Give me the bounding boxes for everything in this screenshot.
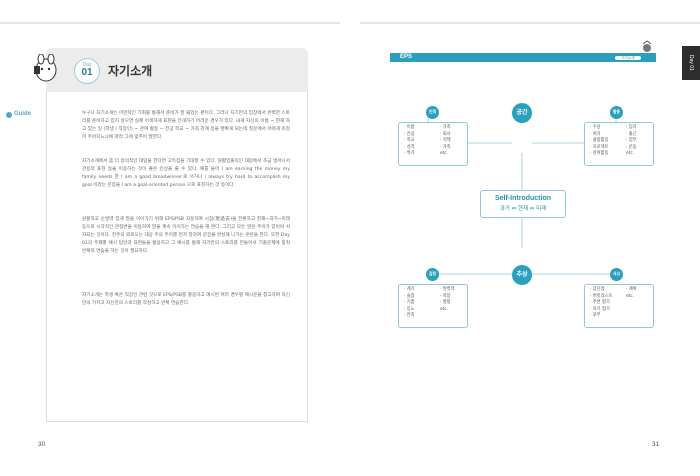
topic-tag: 자기소개 (614, 55, 642, 61)
bird-icon (642, 40, 652, 52)
paragraph-2: 자기소개에서 좀 더 알의적인 대답을 한다면 고득점을 기대할 수 있다. 원… (82, 159, 290, 188)
center-box: Self-Introduction 과거 ⇔ 현재 ⇔ 미래 (480, 190, 566, 218)
node-person: 인적 (426, 106, 439, 119)
page-number-right: 31 (652, 441, 660, 448)
node-abstract: 추상 (512, 265, 532, 285)
section-label: EPS (400, 54, 413, 60)
activity-list: · 수강· 여가· 클럽활동· 프로젝트· 관여활동 (590, 125, 609, 157)
node-activity: 활동 (610, 106, 623, 119)
page-title: 자기소개 (108, 64, 153, 78)
center-title: Self-Introduction (495, 195, 551, 202)
paragraph-4: 자기소개는 학생 혹은 직장인 관련 것으로 EPS/PSB를 활용하고 예시된… (82, 293, 290, 306)
side-tab: Day 01 (682, 46, 700, 80)
guide-dot-icon (6, 112, 12, 118)
thought-box (584, 284, 654, 328)
day-badge: Day 01 (74, 58, 100, 84)
activity-box (584, 122, 654, 166)
node-emotion: 감정 (426, 268, 439, 281)
mascot-icon (34, 54, 57, 82)
paragraph-3: 원활하고 순발력 있게 말을 이어가기 위해 EPS/PSB 자동하여 시점(現… (82, 217, 290, 254)
thought-list: · 장단점· 버킷리스트· 주변 평가· 자기 평가· 포부 (590, 287, 613, 319)
emotion-list: · 계기· 슬픔· 기쁨· 응노· 만족 (404, 287, 415, 319)
node-space: 공간 (512, 103, 532, 123)
node-thought: 사고 (610, 268, 623, 281)
page-number-left: 30 (38, 441, 46, 448)
center-subtitle: 과거 ⇔ 현재 ⇔ 미래 (499, 206, 547, 212)
content-box (46, 92, 308, 422)
person-box (398, 122, 468, 166)
day-label: Day (82, 62, 92, 68)
guide-tag: Guide (14, 111, 32, 117)
top-rule-left (0, 22, 340, 24)
day-number: 01 (81, 67, 93, 78)
person-list: · 이름· 전공· 학교· 성격· 특기 (404, 125, 415, 157)
emotion-box (398, 284, 468, 328)
section-bar (390, 53, 656, 62)
top-rule-right (360, 22, 700, 24)
paragraph-1: 누구나 자기소개는 어떤저인 기회를 통해서 준비가 잘 돼있는 편이다. 그러… (82, 111, 290, 140)
